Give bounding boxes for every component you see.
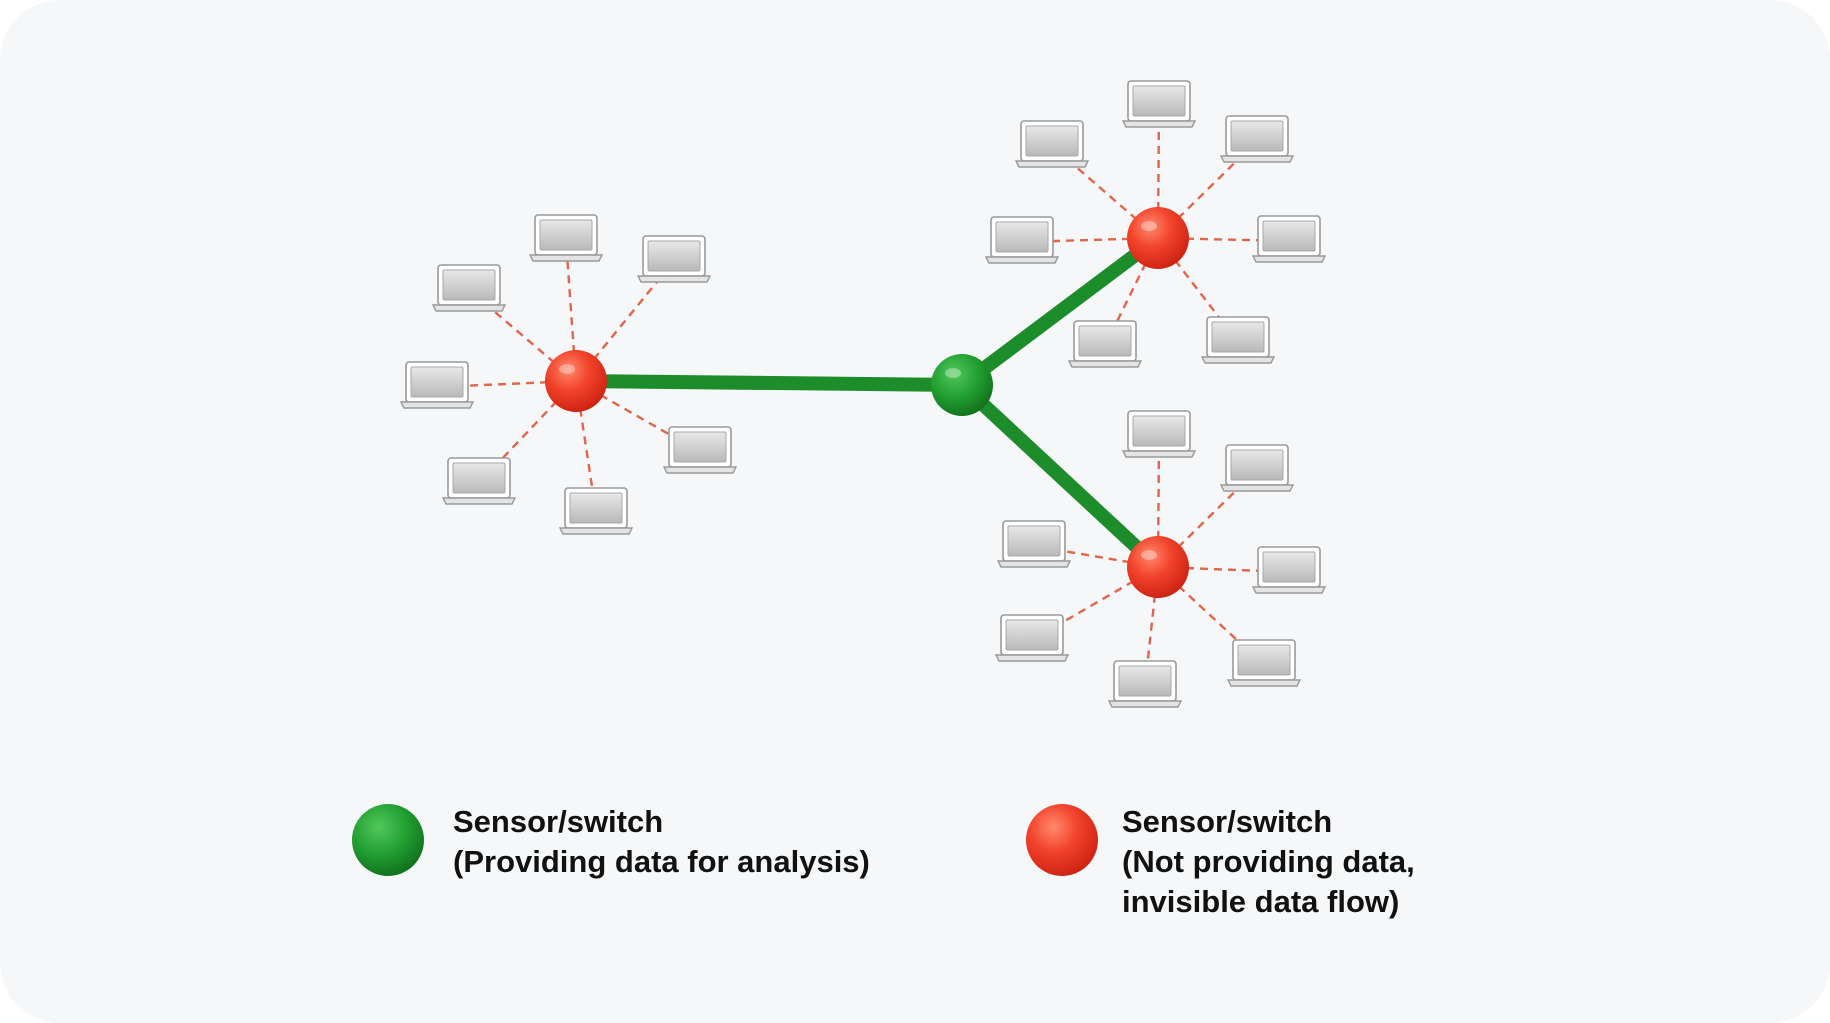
backbone-link-left-center xyxy=(569,374,969,392)
backbone-link-center-bottom-right xyxy=(955,378,1165,574)
laptop-icon xyxy=(1067,320,1143,368)
laptop-icon xyxy=(1121,410,1197,458)
legend-active-title: Sensor/switch xyxy=(453,804,664,839)
legend-green-sphere-icon xyxy=(352,804,424,876)
nodes-layer xyxy=(545,207,1189,598)
legend-active-desc: (Providing data for analysis) xyxy=(453,844,870,879)
green-sphere-icon xyxy=(931,354,993,416)
laptop-icon xyxy=(662,426,738,474)
laptop-icon xyxy=(994,614,1070,662)
laptop-icon xyxy=(399,361,475,409)
laptop-icon xyxy=(1251,546,1327,594)
dashed-link-left-1 xyxy=(564,239,578,382)
legend-active-label: Sensor/switch (Providing data for analys… xyxy=(453,802,870,882)
legend-inactive-title: Sensor/switch xyxy=(1122,804,1333,839)
laptop-icon xyxy=(431,264,507,312)
legend-inactive-desc-1: (Not providing data, xyxy=(1122,844,1415,879)
laptop-icon xyxy=(1251,215,1327,263)
laptop-icon xyxy=(1226,639,1302,687)
legend-inactive-label: Sensor/switch (Not providing data, invis… xyxy=(1122,802,1415,922)
legend-inactive-desc-2: invisible data flow) xyxy=(1122,884,1400,919)
laptop-icon xyxy=(1107,660,1183,708)
legend-red-sphere-icon xyxy=(1026,804,1098,876)
laptop-icon xyxy=(1014,120,1090,168)
red-sphere-icon xyxy=(545,350,607,412)
laptop-icon xyxy=(996,520,1072,568)
laptop-icon xyxy=(528,214,604,262)
laptop-icon xyxy=(636,235,712,283)
dashed-link-bottom-right-4 xyxy=(1031,565,1159,642)
laptop-icon xyxy=(1219,115,1295,163)
laptop-icon xyxy=(558,487,634,535)
laptop-icon xyxy=(1219,444,1295,492)
dashed-link-bottom-right-5 xyxy=(1157,566,1265,666)
laptops-layer xyxy=(399,80,1327,708)
red-sphere-icon xyxy=(1127,207,1189,269)
laptop-icon xyxy=(1121,80,1197,128)
laptop-icon xyxy=(441,457,517,505)
laptop-icon xyxy=(984,216,1060,264)
backbone-link-center-top-right xyxy=(955,231,1165,392)
laptop-icon xyxy=(1200,316,1276,364)
red-sphere-icon xyxy=(1127,536,1189,598)
